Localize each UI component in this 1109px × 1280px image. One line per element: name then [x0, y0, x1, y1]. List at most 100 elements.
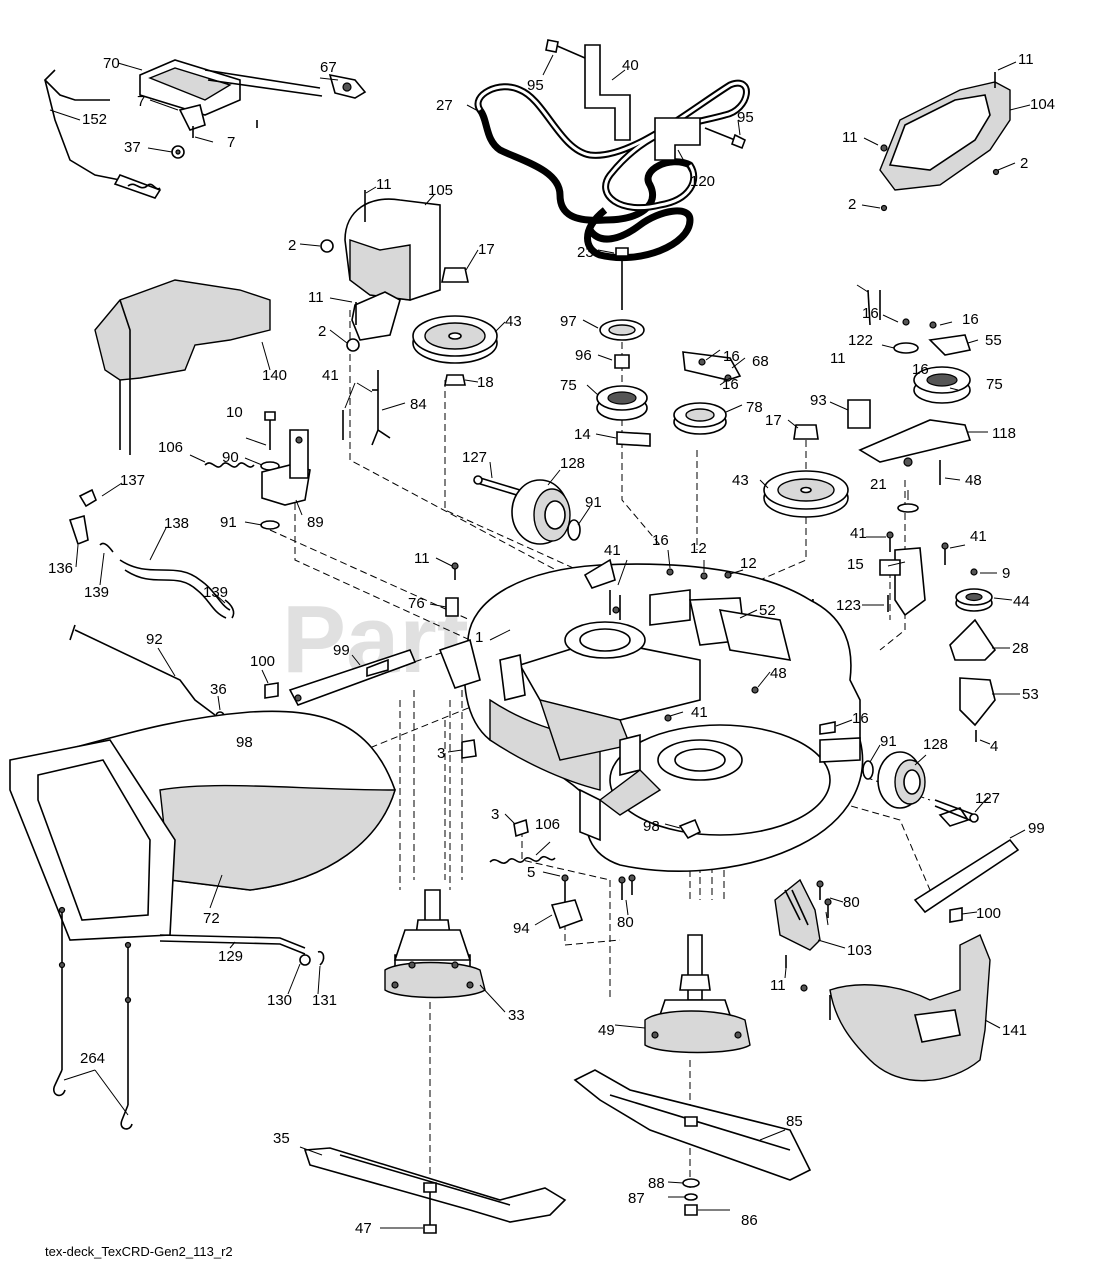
callout-118: 118: [992, 425, 1016, 442]
callout-76: 76: [408, 595, 425, 612]
blade-right: [573, 1069, 812, 1216]
callout-16: 16: [723, 348, 740, 365]
idler-pulley-right: [759, 419, 849, 518]
callout-12: 12: [740, 555, 757, 572]
mower-deck: [438, 549, 864, 872]
callout-28: 28: [1012, 640, 1029, 657]
callout-89: 89: [307, 514, 324, 531]
callout-2: 2: [288, 237, 296, 254]
callout-131: 131: [312, 992, 337, 1009]
belt-guide-brackets: [466, 39, 747, 173]
callout-7: 7: [227, 134, 235, 151]
callout-99: 99: [1028, 820, 1045, 837]
callout-106: 106: [535, 816, 560, 833]
callout-103: 103: [847, 942, 872, 959]
callout-23: 23: [577, 244, 594, 261]
idler-pulley-upper: [412, 249, 506, 386]
callout-152: 152: [82, 111, 107, 128]
callout-21: 21: [870, 476, 887, 493]
spindle-right: [614, 934, 751, 1054]
idler-arm-assembly: [595, 349, 746, 447]
belt-shield: [299, 186, 441, 352]
callout-75: 75: [560, 377, 577, 394]
callout-80: 80: [617, 914, 634, 931]
wash-hose-assembly: [68, 482, 235, 619]
callout-98: 98: [236, 734, 253, 751]
callout-75: 75: [986, 376, 1003, 393]
callout-40: 40: [622, 57, 639, 74]
callout-48: 48: [965, 472, 982, 489]
callout-16: 16: [962, 311, 979, 328]
drive-belt: [474, 79, 750, 262]
callout-123: 123: [836, 597, 861, 614]
callout-16: 16: [652, 532, 669, 549]
callout-96: 96: [575, 347, 592, 364]
callout-130: 130: [267, 992, 292, 1009]
control-rod: [342, 370, 406, 446]
callout-43: 43: [732, 472, 749, 489]
callout-41: 41: [322, 367, 339, 384]
callout-11: 11: [842, 129, 858, 146]
callout-14: 14: [574, 426, 591, 443]
callout-11: 11: [414, 550, 430, 567]
callout-16: 16: [862, 305, 879, 322]
callout-5: 5: [527, 864, 535, 881]
callout-37: 37: [124, 139, 141, 156]
height-gauge-rods: [53, 906, 133, 1130]
callout-10: 10: [226, 404, 243, 421]
callout-52: 52: [759, 602, 776, 619]
callout-85: 85: [786, 1113, 803, 1130]
mulch-deflector: [829, 934, 1001, 1082]
spring-bracket-assembly: [189, 411, 311, 530]
callout-55: 55: [985, 332, 1002, 349]
callout-33: 33: [508, 1007, 525, 1024]
callout-95: 95: [527, 77, 544, 94]
callout-15: 15: [847, 556, 864, 573]
callout-90: 90: [222, 449, 239, 466]
callout-92: 92: [146, 631, 163, 648]
callout-11: 11: [1018, 51, 1034, 68]
center-pulley-stack: [582, 247, 648, 421]
callout-137: 137: [120, 472, 145, 489]
callout-139: 139: [203, 584, 228, 601]
callout-36: 36: [210, 681, 227, 698]
callout-2: 2: [1020, 155, 1028, 172]
callout-49: 49: [598, 1022, 615, 1039]
callout-88: 88: [648, 1175, 665, 1192]
callout-41: 41: [970, 528, 987, 545]
callout-93: 93: [810, 392, 827, 409]
callout-47: 47: [355, 1220, 372, 1237]
pulley-cover: [861, 61, 1031, 212]
chute-shield: [94, 279, 271, 455]
callout-41: 41: [850, 525, 867, 542]
callout-106: 106: [158, 439, 183, 456]
right-wheel-and-baffle: [774, 719, 1026, 992]
callout-41: 41: [604, 542, 621, 559]
callout-11: 11: [830, 350, 846, 367]
callout-27: 27: [436, 97, 453, 114]
callout-128: 128: [923, 736, 948, 753]
callout-120: 120: [690, 173, 715, 190]
callout-12: 12: [690, 540, 707, 557]
callout-97: 97: [560, 313, 577, 330]
chute-rod: [159, 934, 325, 995]
blade-left: [299, 1146, 567, 1234]
callout-84: 84: [410, 396, 427, 413]
callout-78: 78: [746, 399, 763, 416]
callout-127: 127: [975, 790, 1000, 807]
callout-94: 94: [513, 920, 530, 937]
callout-95: 95: [737, 109, 754, 126]
callout-7: 7: [137, 93, 145, 110]
right-deck-hardware: [862, 531, 1020, 745]
callout-100: 100: [976, 905, 1001, 922]
callout-98: 98: [643, 818, 660, 835]
diagram-caption: tex-deck_TexCRD-Gen2_113_r2: [45, 1244, 233, 1259]
callout-11: 11: [308, 289, 324, 306]
callout-2: 2: [318, 323, 326, 340]
callout-16: 16: [912, 361, 929, 378]
callout-86: 86: [741, 1212, 758, 1229]
callout-16: 16: [852, 710, 869, 727]
callout-53: 53: [1022, 686, 1039, 703]
callout-139: 139: [84, 584, 109, 601]
